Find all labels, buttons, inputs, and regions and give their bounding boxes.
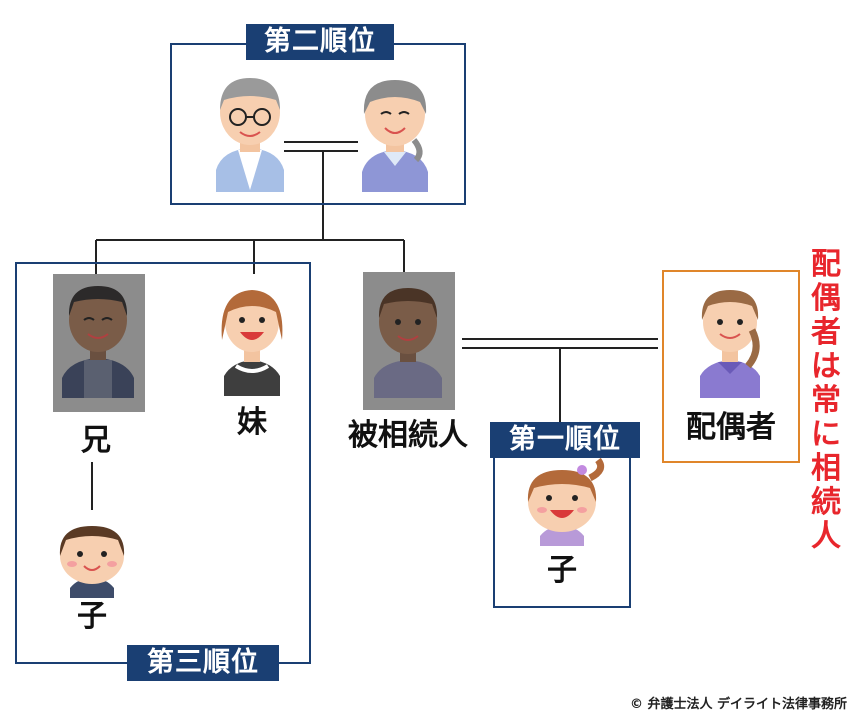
second-rank-label: 第二順位 (246, 24, 394, 60)
younger-sister-label: 妹 (237, 405, 267, 440)
first-rank-label: 第一順位 (490, 422, 640, 458)
copyright-text: © 弁護士法人 デイライト法律事務所 (630, 697, 848, 712)
spouse-frame (662, 270, 800, 463)
spouse-label: 配偶者 (686, 410, 776, 445)
third-rank-label: 第三順位 (127, 645, 279, 681)
child-label: 子 (547, 553, 577, 588)
spouse-always-heir-note: 配偶者は常に相続人 (811, 247, 841, 554)
elder-brother-label: 兄 (81, 423, 111, 458)
nephew-label: 子 (77, 599, 107, 634)
deceased-label: 被相続人 (348, 418, 468, 453)
